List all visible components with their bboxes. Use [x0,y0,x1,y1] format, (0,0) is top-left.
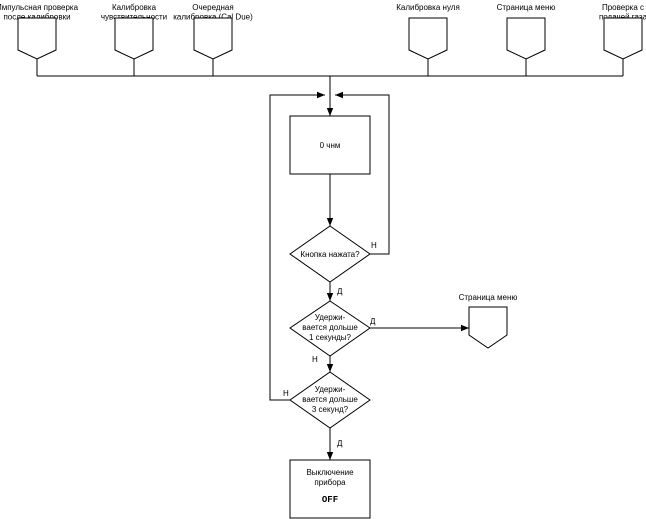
menu-page-connector: Страница меню [459,293,518,349]
loop-decision1-no: Н [335,91,390,255]
svg-text:Кнопка нажата?: Кнопка нажата? [300,250,360,259]
arrow-decision2-yes: Д [370,317,469,332]
arrow-decision1-yes: Д [326,282,343,301]
svg-text:Д: Д [337,439,343,448]
decision-button-pressed: Кнопка нажата? [289,225,371,283]
arrow-decision2-no: Н [312,355,334,372]
svg-text:Калибровка нуля: Калибровка нуля [396,3,460,12]
entry-connector-5: Страница меню [497,3,556,60]
svg-text:Н: Н [371,241,377,250]
svg-text:Д: Д [370,317,376,326]
svg-text:Н: Н [312,355,318,364]
svg-text:0 чнм: 0 чнм [320,141,341,150]
svg-text:Д: Д [337,287,343,296]
loop-decision3-no: Н [269,91,325,401]
svg-text:Страница меню: Страница меню [459,293,518,302]
display-box: 0 чнм [289,115,371,175]
svg-text:Страница меню: Страница меню [497,3,556,12]
arrow-decision3-yes: Д [326,428,343,460]
entry-connector-4: Калибровка нуля [396,3,460,60]
svg-text:Н: Н [283,389,289,398]
entry-bus [36,59,624,116]
svg-text:OFF: OFF [322,495,338,505]
